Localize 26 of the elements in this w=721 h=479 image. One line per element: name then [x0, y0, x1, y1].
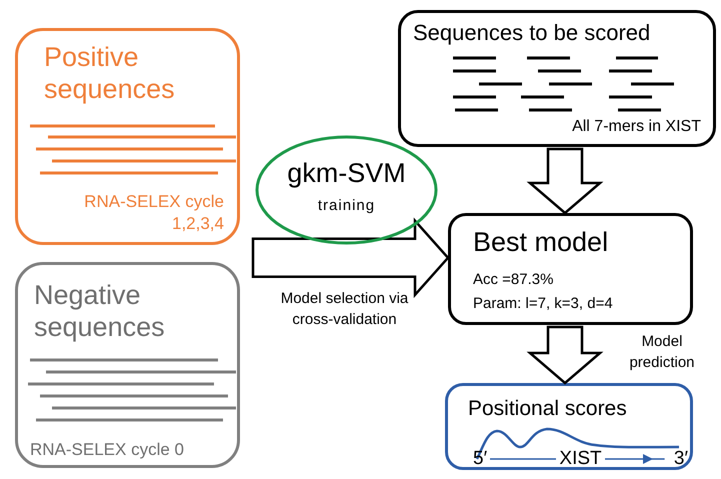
method-name: gkm-SVM	[286, 157, 407, 189]
block-arrow	[526, 326, 604, 385]
box-note: RNA-SELEX cycle 0	[30, 439, 185, 461]
parameter-text: Param: l=7, k=3, d=4	[473, 294, 614, 314]
sequence-set-box	[15, 28, 240, 245]
block-arrow	[526, 148, 604, 215]
sequence-set-box	[15, 262, 240, 468]
box-heading: Positional scores	[468, 396, 628, 422]
box-heading: Positive sequences	[44, 41, 176, 105]
end-label: 5′	[473, 448, 488, 470]
training-ellipse	[255, 135, 438, 245]
block-arrow	[252, 218, 450, 298]
box-note: All 7-mers in XIST	[571, 117, 701, 137]
accuracy-text: Acc =87.3%	[473, 270, 554, 290]
box-note: RNA-SELEX cycle 1,2,3,4	[83, 191, 224, 235]
edge-label: Model selection via cross-validation	[280, 289, 410, 330]
box-heading: Negative sequences	[34, 279, 166, 343]
box-heading: Sequences to be scored	[413, 19, 652, 47]
model-box	[448, 213, 693, 325]
sequence-set-box	[398, 10, 716, 147]
result-box	[445, 383, 693, 470]
gene-label: XIST	[559, 448, 602, 470]
method-subtitle: training	[316, 197, 376, 215]
box-heading: Best model	[473, 226, 610, 258]
edge-label: Model prediction	[628, 332, 696, 373]
end-label: 3′	[674, 448, 688, 470]
